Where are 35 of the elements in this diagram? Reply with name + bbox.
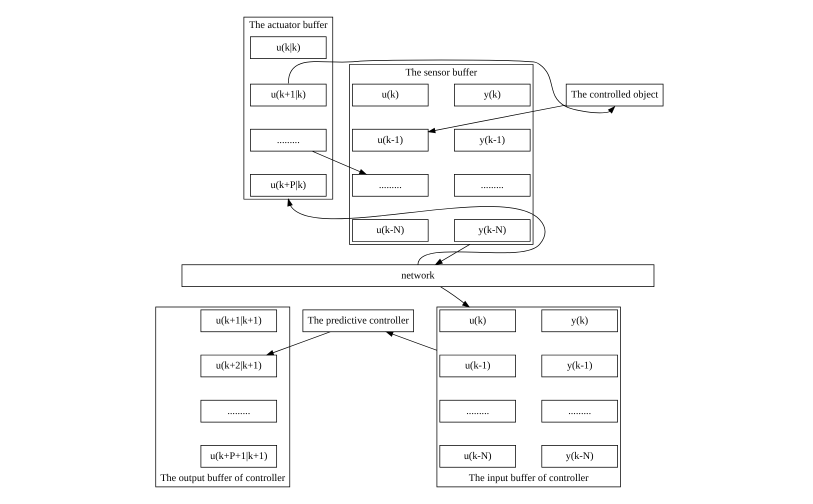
node-box: u(k+1|k) <box>250 84 327 106</box>
arrow <box>266 331 331 356</box>
node-box: ......... <box>541 400 618 422</box>
node-box: y(k-N) <box>454 219 531 242</box>
node-box: y(k-N) <box>541 445 618 468</box>
node-box: network <box>182 264 654 287</box>
node-box: u(k+1|k+1) <box>200 310 278 332</box>
node-box: The predictive controller <box>302 310 414 332</box>
node-box: ......... <box>352 174 429 197</box>
arrow <box>385 331 438 351</box>
node-box: ......... <box>454 174 531 197</box>
node-box: The controlled object <box>566 84 664 106</box>
node-box: u(k+2|k+1) <box>200 354 278 378</box>
node-box: u(k-N) <box>352 219 429 242</box>
node-box: u(k-N) <box>439 445 516 468</box>
node-box: y(k-1) <box>541 354 618 378</box>
node-box: y(k-1) <box>454 128 531 152</box>
arrow <box>434 244 470 266</box>
node-box: u(k-1) <box>439 354 516 378</box>
node-box: u(k) <box>352 84 429 106</box>
arrow <box>287 198 546 266</box>
arrow <box>312 150 368 175</box>
node-box: u(k+P+1|k+1) <box>200 445 278 468</box>
node-box: y(k) <box>454 84 531 106</box>
node-box: ......... <box>200 400 278 422</box>
node-box: u(k|k) <box>250 36 327 59</box>
node-box: u(k+P|k) <box>250 174 327 197</box>
arrow <box>440 286 470 308</box>
node-box: ......... <box>250 128 327 152</box>
arrow <box>427 104 566 134</box>
node-box: u(k-1) <box>352 128 429 152</box>
node-box: ......... <box>439 400 516 422</box>
arrow <box>288 60 616 114</box>
node-box: y(k) <box>541 310 618 332</box>
node-box: u(k) <box>439 310 516 332</box>
